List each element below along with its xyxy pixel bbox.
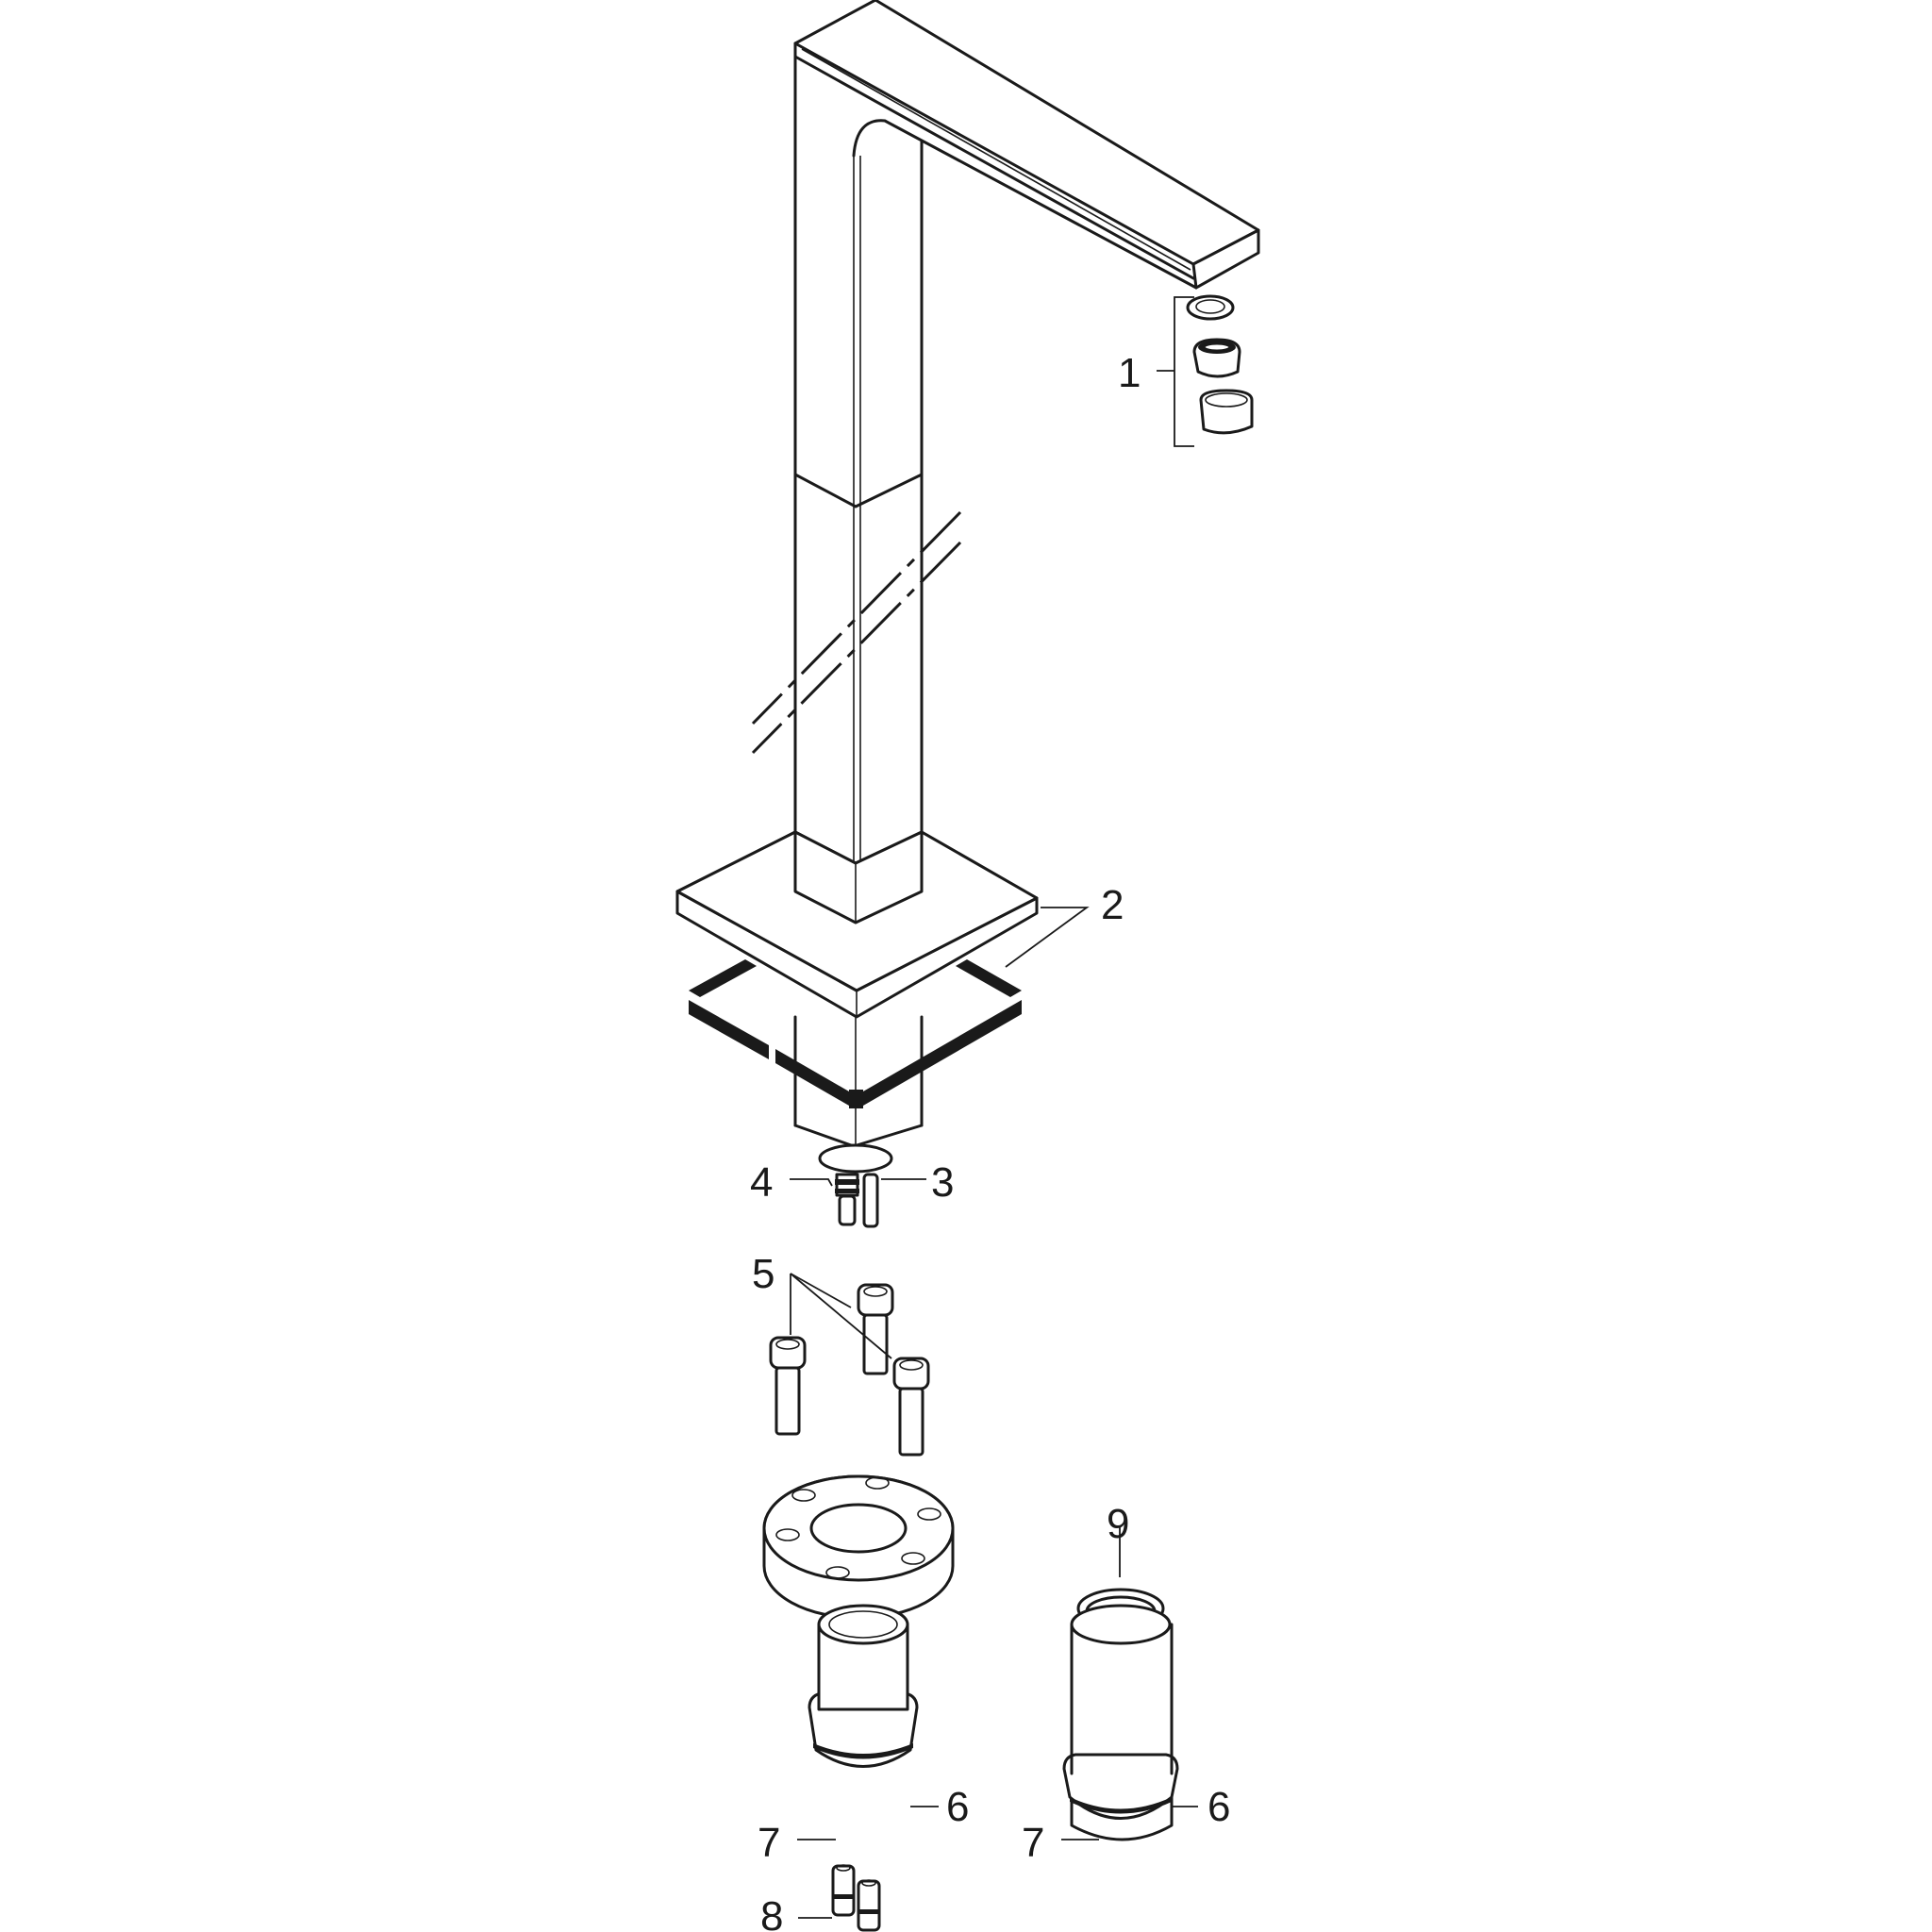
leader-lines	[790, 296, 1198, 1919]
callout-labels: 1 2 3 4 5 6 7 6 7 8 9	[750, 350, 1230, 1932]
callout-9: 9	[1107, 1501, 1129, 1547]
callout-6-short: 6	[946, 1784, 969, 1830]
screw-2	[857, 1283, 894, 1375]
screw-3	[892, 1357, 930, 1457]
break-lines	[751, 510, 962, 755]
callout-8: 8	[760, 1893, 783, 1932]
faucet-column	[793, 42, 924, 924]
extension-adapter	[1062, 1588, 1179, 1841]
aerator-set	[1186, 294, 1254, 435]
base-plate	[675, 830, 1039, 1019]
callout-6-long: 6	[1208, 1784, 1230, 1830]
callout-2: 2	[1101, 882, 1124, 928]
callout-4: 4	[750, 1159, 773, 1206]
callout-7-long: 7	[1022, 1820, 1044, 1866]
callout-5: 5	[752, 1251, 774, 1297]
callout-1: 1	[1118, 350, 1141, 396]
screw-1	[769, 1336, 807, 1436]
callout-7-short: 7	[758, 1820, 780, 1866]
short-adapter	[808, 1604, 919, 1768]
screws	[769, 1283, 930, 1457]
bottom-fittings	[818, 1143, 893, 1228]
mounting-flange	[762, 1474, 955, 1620]
faucet-spout	[793, 0, 1260, 290]
callout-3: 3	[931, 1159, 954, 1206]
connection-pins	[831, 1864, 881, 1932]
